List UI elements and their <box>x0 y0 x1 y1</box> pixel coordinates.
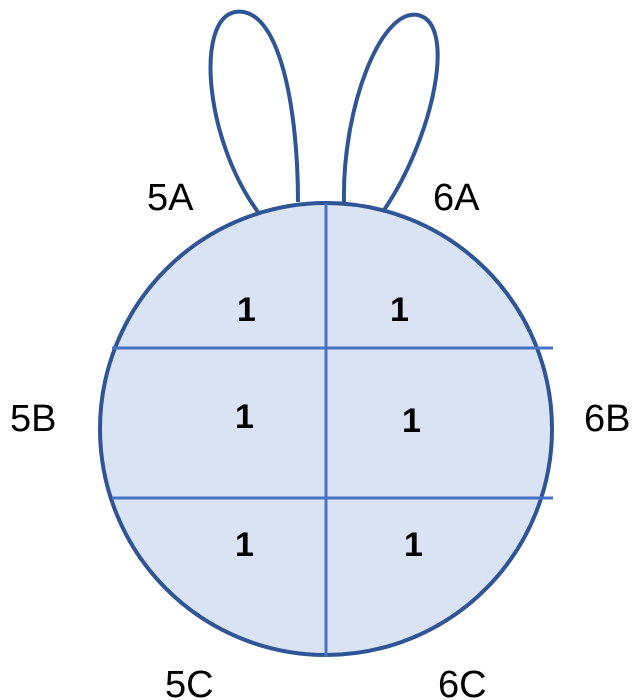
left-ear <box>208 9 300 214</box>
cell-top-left: 1 <box>237 291 256 329</box>
label-5c: 5C <box>165 664 214 700</box>
cell-middle-left: 1 <box>235 398 254 436</box>
cell-bottom-right: 1 <box>404 526 423 564</box>
right-ear <box>341 12 440 212</box>
cell-top-right: 1 <box>390 291 409 329</box>
label-6c: 6C <box>438 664 487 700</box>
cell-bottom-left: 1 <box>235 526 254 564</box>
cell-middle-right: 1 <box>402 402 421 440</box>
label-6a: 6A <box>433 177 480 219</box>
label-6b: 6B <box>584 398 630 440</box>
label-5b: 5B <box>10 398 56 440</box>
label-5a: 5A <box>147 177 194 219</box>
